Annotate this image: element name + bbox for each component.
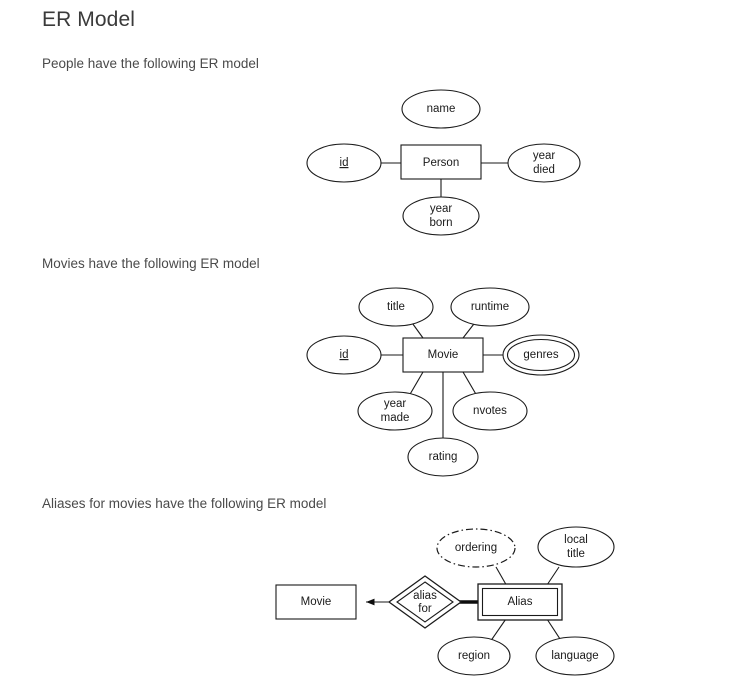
- attribute-name-ellipse: [401, 89, 481, 129]
- entity-movie-label: Movie: [428, 349, 459, 361]
- entity-person-label: Person: [423, 157, 459, 169]
- er-diagram-movie: Movie title runtime id genres year made …: [0, 276, 751, 477]
- attribute-year-born-label-line2: born: [429, 217, 452, 229]
- attribute-movie-id-label: id: [340, 349, 349, 361]
- entity-alias-box-outer: [477, 583, 563, 621]
- entity-person-box: [400, 144, 482, 180]
- connector-movie-year-made: [408, 371, 424, 397]
- entity-alias-movie-label: Movie: [301, 596, 332, 608]
- attribute-region-label: region: [458, 650, 490, 662]
- attribute-ordering-ellipse: [436, 528, 516, 568]
- attribute-year-made-ellipse: [357, 391, 433, 431]
- entity-alias-label: Alias: [508, 596, 533, 608]
- attribute-local-title-label-line1: local: [564, 534, 588, 546]
- attribute-year-died-label-line2: died: [533, 164, 555, 176]
- relationship-alias-for-diamond-outer: [387, 575, 463, 629]
- movie-diagram-svg: Movie title runtime id genres year made …: [306, 287, 580, 477]
- attribute-language-label: language: [551, 650, 598, 662]
- attribute-genres-label: genres: [523, 349, 558, 361]
- attribute-rating-label: rating: [429, 451, 458, 463]
- attribute-region-ellipse: [437, 636, 511, 676]
- attribute-title-ellipse: [358, 287, 434, 327]
- relationship-alias-for-diamond-inner: [396, 581, 454, 623]
- attribute-rating-ellipse: [407, 437, 479, 477]
- relationship-alias-for-label-line1: alias: [413, 590, 437, 602]
- attribute-runtime-ellipse: [450, 287, 530, 327]
- attribute-nvotes-ellipse: [452, 391, 528, 431]
- attribute-genres-ellipse-inner: [506, 338, 576, 372]
- attribute-year-made-label-line2: made: [381, 412, 410, 424]
- entity-movie-box: [402, 337, 484, 373]
- attribute-nvotes-label: nvotes: [473, 405, 507, 417]
- attribute-movie-id-ellipse: [306, 335, 382, 375]
- entity-alias-box-inner: [481, 587, 559, 617]
- er-diagram-alias: Movie alias for Alias ordering local tit…: [0, 514, 751, 686]
- relationship-alias-for-label-line2: for: [418, 603, 432, 615]
- section-caption-person: People have the following ER model: [42, 56, 259, 71]
- attribute-year-died-label-line1: year: [533, 150, 556, 162]
- attribute-year-died-ellipse: [507, 143, 581, 183]
- attribute-title-label: title: [387, 301, 405, 313]
- er-diagram-person: Person name id year died year born: [0, 78, 751, 238]
- page-title: ER Model: [42, 8, 136, 31]
- attribute-local-title-label-line2: title: [567, 548, 585, 560]
- attribute-runtime-label: runtime: [471, 301, 509, 313]
- attribute-local-title-ellipse: [537, 526, 615, 568]
- attribute-id-ellipse: [306, 143, 382, 183]
- attribute-year-born-ellipse: [402, 196, 480, 236]
- section-caption-movie: Movies have the following ER model: [42, 256, 260, 271]
- attribute-genres-ellipse-outer: [502, 334, 580, 376]
- attribute-year-born-label-line1: year: [430, 203, 453, 215]
- alias-diagram-svg: Movie alias for Alias ordering local tit…: [275, 526, 615, 676]
- attribute-year-made-label-line1: year: [384, 398, 407, 410]
- connector-movie-nvotes: [462, 371, 478, 397]
- attribute-name-label: name: [427, 103, 456, 115]
- attribute-ordering-label: ordering: [455, 542, 497, 554]
- attribute-id-label: id: [340, 157, 349, 169]
- section-caption-alias: Aliases for movies have the following ER…: [42, 496, 327, 511]
- attribute-language-ellipse: [535, 636, 615, 676]
- person-diagram-svg: Person name id year died year born: [306, 89, 581, 236]
- entity-alias-movie-box: [275, 584, 357, 620]
